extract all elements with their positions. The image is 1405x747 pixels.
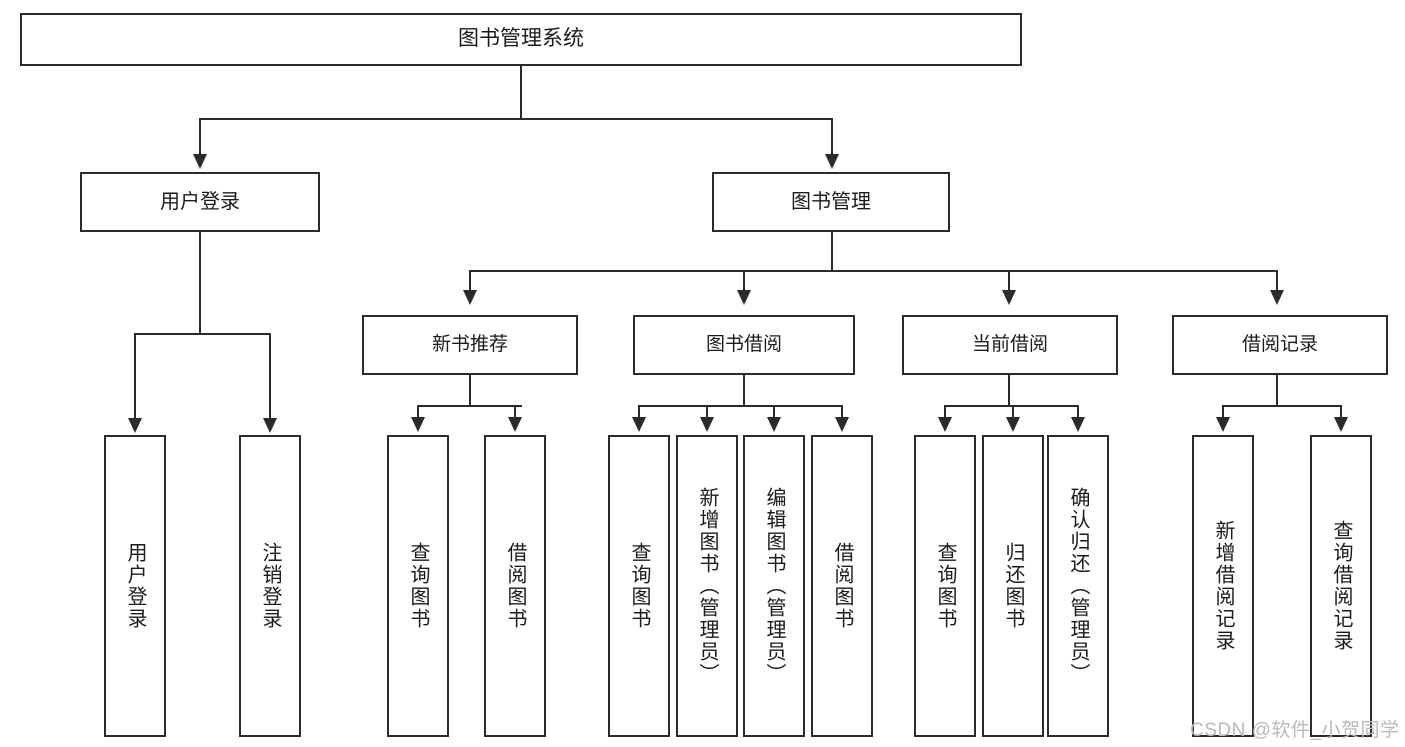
connector-to-book-borrow xyxy=(743,270,745,292)
node-leaf-add-book[interactable]: 新增图书（管理员） xyxy=(676,435,738,737)
arrow-leaf-confirm-return xyxy=(1071,417,1085,432)
connector-user-login-stem xyxy=(199,232,201,333)
arrow-leaf-return-book xyxy=(1006,417,1020,432)
arrow-leaf-query-book-3 xyxy=(938,417,952,432)
node-book-borrow[interactable]: 图书借阅 xyxy=(633,315,855,375)
node-leaf-return-book-label: 归还图书 xyxy=(1002,542,1024,630)
node-leaf-edit-book[interactable]: 编辑图书（管理员） xyxy=(743,435,805,737)
arrow-to-book-manage xyxy=(825,154,839,169)
arrow-leaf-query-record xyxy=(1334,417,1348,432)
node-leaf-add-book-label: 新增图书（管理员） xyxy=(696,487,718,685)
arrow-leaf-add-book xyxy=(700,417,714,432)
arrow-leaf-user-login xyxy=(128,418,142,433)
connector-to-user-login xyxy=(199,118,201,156)
node-leaf-borrow-book-1-label: 借阅图书 xyxy=(504,542,526,630)
node-root-label: 图书管理系统 xyxy=(458,27,584,51)
arrow-to-book-borrow xyxy=(737,290,751,305)
connector-to-book-manage xyxy=(831,118,833,156)
connector-book-manage-stem xyxy=(831,232,833,271)
node-book-borrow-label: 图书借阅 xyxy=(705,334,782,356)
node-user-login[interactable]: 用户登录 xyxy=(80,172,320,232)
connector-user-login-drop-2 xyxy=(269,333,271,420)
connector-borrow-record-stem xyxy=(1276,375,1278,406)
node-leaf-query-book-3-label: 查询图书 xyxy=(934,542,956,630)
node-leaf-borrow-book-2-label: 借阅图书 xyxy=(831,542,853,630)
connector-new-book-recommend-bar xyxy=(417,405,522,407)
connector-bb-drop-1 xyxy=(638,405,640,419)
node-user-login-label: 用户登录 xyxy=(160,190,240,213)
connector-level2-bar xyxy=(469,270,1276,272)
connector-to-current-borrow xyxy=(1008,270,1010,292)
connector-current-borrow-stem xyxy=(1008,375,1010,406)
connector-to-borrow-record xyxy=(1276,270,1278,292)
node-new-book-recommend-label: 新书推荐 xyxy=(431,334,508,356)
node-leaf-confirm-return-label: 确认归还（管理员） xyxy=(1067,487,1089,685)
node-leaf-query-book-3[interactable]: 查询图书 xyxy=(914,435,976,737)
connector-br-drop-2 xyxy=(1340,405,1342,419)
node-book-manage[interactable]: 图书管理 xyxy=(712,172,950,232)
arrow-leaf-borrow-book-2 xyxy=(835,417,849,432)
connector-br-drop-1 xyxy=(1222,405,1224,419)
node-leaf-query-book-1[interactable]: 查询图书 xyxy=(387,435,449,737)
node-leaf-user-logout[interactable]: 注销登录 xyxy=(239,435,301,737)
connector-cb-drop-2 xyxy=(1012,405,1014,419)
node-leaf-borrow-book-2[interactable]: 借阅图书 xyxy=(811,435,873,737)
connector-cb-drop-1 xyxy=(944,405,946,419)
node-current-borrow[interactable]: 当前借阅 xyxy=(902,315,1118,375)
node-leaf-user-login[interactable]: 用户登录 xyxy=(104,435,166,737)
connector-root-stem xyxy=(520,66,522,118)
node-borrow-record[interactable]: 借阅记录 xyxy=(1172,315,1388,375)
connector-book-borrow-bar xyxy=(638,405,843,407)
connector-level1-bar xyxy=(199,118,833,120)
arrow-to-new-book-recommend xyxy=(463,290,477,305)
arrow-leaf-edit-book xyxy=(767,417,781,432)
node-leaf-query-record-label: 查询借阅记录 xyxy=(1330,520,1352,652)
node-leaf-confirm-return[interactable]: 确认归还（管理员） xyxy=(1047,435,1109,737)
connector-to-new-book-recommend xyxy=(469,270,471,292)
connector-bb-drop-4 xyxy=(841,405,843,419)
connector-nbr-drop-1 xyxy=(417,405,419,419)
connector-borrow-record-bar xyxy=(1222,405,1342,407)
node-leaf-query-book-1-label: 查询图书 xyxy=(407,542,429,630)
node-leaf-query-book-2-label: 查询图书 xyxy=(628,542,650,630)
node-leaf-add-record[interactable]: 新增借阅记录 xyxy=(1192,435,1254,737)
node-leaf-borrow-book-1[interactable]: 借阅图书 xyxy=(484,435,546,737)
node-root[interactable]: 图书管理系统 xyxy=(20,13,1022,66)
arrow-to-current-borrow xyxy=(1002,290,1016,305)
connector-cb-drop-3 xyxy=(1077,405,1079,419)
connector-book-borrow-stem xyxy=(743,375,745,406)
connector-bb-drop-2 xyxy=(706,405,708,419)
node-leaf-edit-book-label: 编辑图书（管理员） xyxy=(763,487,785,685)
connector-nbr-drop-2 xyxy=(514,405,516,419)
node-book-manage-label: 图书管理 xyxy=(791,190,871,213)
node-leaf-query-book-2[interactable]: 查询图书 xyxy=(608,435,670,737)
arrow-to-borrow-record xyxy=(1270,290,1284,305)
node-current-borrow-label: 当前借阅 xyxy=(971,334,1048,356)
node-leaf-user-logout-label: 注销登录 xyxy=(259,542,281,630)
connector-bb-drop-3 xyxy=(773,405,775,419)
node-leaf-add-record-label: 新增借阅记录 xyxy=(1212,520,1234,652)
connector-new-book-recommend-stem xyxy=(469,375,471,406)
arrow-to-user-login xyxy=(193,154,207,169)
node-borrow-record-label: 借阅记录 xyxy=(1241,334,1318,356)
arrow-leaf-query-book-2 xyxy=(632,417,646,432)
connector-current-borrow-bar xyxy=(944,405,1079,407)
arrow-leaf-user-logout xyxy=(263,418,277,433)
node-new-book-recommend[interactable]: 新书推荐 xyxy=(362,315,578,375)
connector-user-login-bar xyxy=(134,333,270,335)
connector-user-login-drop-1 xyxy=(134,333,136,420)
arrow-leaf-add-record xyxy=(1216,417,1230,432)
arrow-leaf-borrow-book-1 xyxy=(508,417,522,432)
node-leaf-query-record[interactable]: 查询借阅记录 xyxy=(1310,435,1372,737)
node-leaf-user-login-label: 用户登录 xyxy=(124,542,146,630)
arrow-leaf-query-book-1 xyxy=(411,417,425,432)
node-leaf-return-book[interactable]: 归还图书 xyxy=(982,435,1044,737)
